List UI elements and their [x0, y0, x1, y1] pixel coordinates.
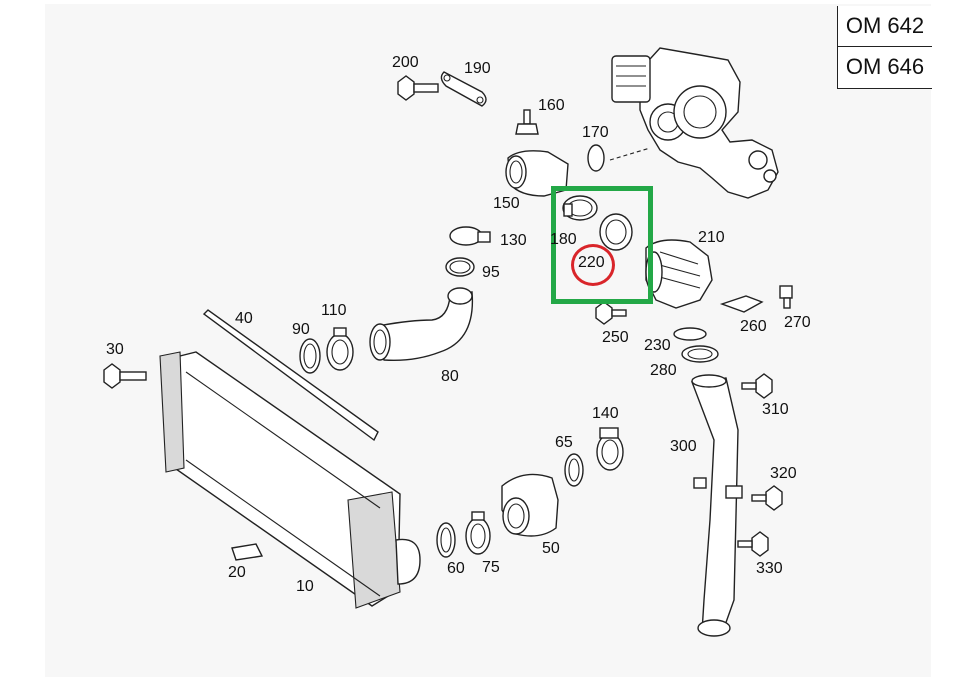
label-320[interactable]: 320 — [770, 465, 797, 482]
clamp-140 — [596, 427, 624, 471]
elbow-housing-210 — [645, 239, 713, 309]
variant-om646: OM 646 — [838, 46, 932, 87]
seal-strip-40 — [202, 309, 379, 442]
label-260[interactable]: 260 — [740, 318, 767, 335]
label-90[interactable]: 90 — [292, 321, 310, 338]
bracket-260 — [719, 295, 764, 313]
label-230[interactable]: 230 — [644, 337, 671, 354]
label-65[interactable]: 65 — [555, 434, 573, 451]
label-140[interactable]: 140 — [592, 405, 619, 422]
label-130[interactable]: 130 — [500, 232, 527, 249]
label-10[interactable]: 10 — [296, 578, 314, 595]
bolt-30 — [103, 363, 147, 389]
callout-circle — [571, 244, 615, 286]
bolt-250 — [595, 301, 627, 325]
label-220[interactable]: 220 — [578, 254, 605, 271]
label-330[interactable]: 330 — [756, 560, 783, 577]
label-250[interactable]: 250 — [602, 329, 629, 346]
label-210[interactable]: 210 — [698, 229, 725, 246]
bracket-20 — [231, 543, 264, 561]
label-95[interactable]: 95 — [482, 264, 500, 281]
label-110[interactable]: 110 — [321, 302, 347, 319]
bolt-160 — [515, 109, 539, 135]
bolt-330 — [737, 531, 769, 557]
label-20[interactable]: 20 — [228, 564, 246, 581]
clamp-280 — [681, 345, 719, 363]
label-80[interactable]: 80 — [441, 368, 459, 385]
label-310[interactable]: 310 — [762, 401, 789, 418]
clamp-180 — [562, 195, 598, 221]
label-300[interactable]: 300 — [670, 438, 697, 455]
label-40[interactable]: 40 — [235, 310, 253, 327]
diagram-sheet — [45, 4, 931, 677]
o-ring-60 — [436, 522, 456, 558]
label-180[interactable]: 180 — [550, 231, 577, 248]
bolt-310 — [741, 373, 773, 399]
bolt-270 — [779, 285, 793, 309]
highlight-box — [551, 186, 653, 304]
o-ring-65 — [564, 453, 584, 487]
charge-air-cooler-10 — [159, 351, 421, 609]
variant-om642: OM 642 — [845, 13, 925, 38]
label-160[interactable]: 160 — [538, 97, 565, 114]
label-60[interactable]: 60 — [447, 560, 465, 577]
label-50[interactable]: 50 — [542, 540, 560, 557]
label-75[interactable]: 75 — [482, 559, 500, 576]
sleeve-220 — [599, 213, 633, 251]
hose-80 — [369, 287, 474, 362]
clamp-75 — [465, 511, 491, 555]
clamp-130 — [449, 226, 491, 246]
label-190[interactable]: 190 — [464, 60, 491, 77]
engine-variant-table: OM 642 OM 646 — [837, 6, 932, 89]
o-ring-230 — [673, 327, 707, 341]
clamp-110 — [326, 327, 354, 371]
label-270[interactable]: 270 — [784, 314, 811, 331]
label-200[interactable]: 200 — [392, 54, 419, 71]
gasket-190 — [440, 71, 487, 107]
o-ring-90 — [299, 338, 321, 374]
o-ring-170 — [587, 144, 605, 172]
label-280[interactable]: 280 — [650, 362, 677, 379]
label-150[interactable]: 150 — [493, 195, 520, 212]
bolt-320 — [751, 485, 783, 511]
label-30[interactable]: 30 — [106, 341, 124, 358]
label-170[interactable]: 170 — [582, 124, 609, 141]
turbocharger — [611, 47, 779, 199]
pipe-300 — [691, 374, 743, 637]
bolt-200 — [397, 75, 439, 101]
hose-50 — [501, 473, 559, 537]
